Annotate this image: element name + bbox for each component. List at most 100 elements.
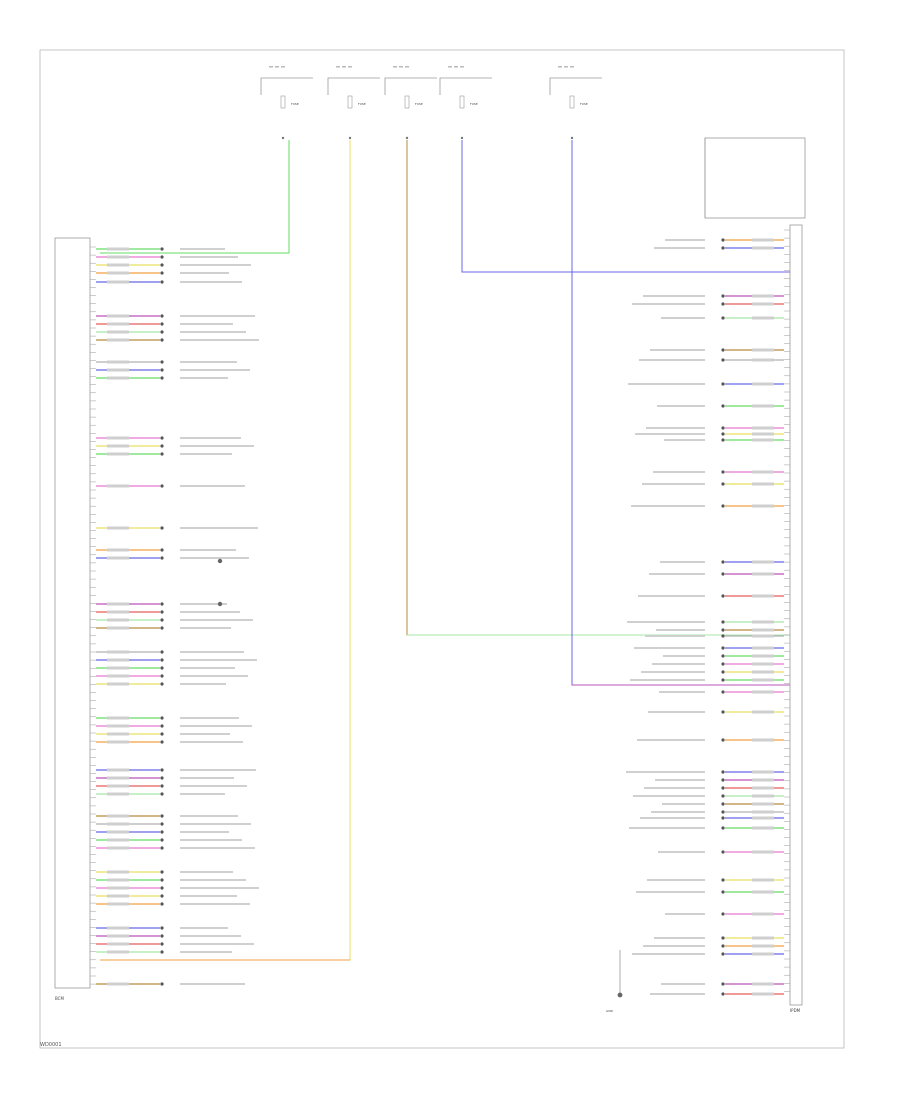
wire-fuse1-green	[100, 140, 290, 254]
left-wire-color-code	[107, 950, 129, 954]
left-destination-label	[180, 769, 256, 771]
fuse-label: FUSE	[358, 102, 366, 106]
fuse-caption-glyph	[558, 66, 562, 68]
right-stub-terminal	[721, 678, 725, 682]
right-wire-color-code	[752, 294, 774, 298]
fuse-symbol	[569, 95, 575, 109]
right-destination-label	[654, 937, 705, 939]
left-destination-label	[180, 256, 238, 258]
right-stub-terminal	[721, 238, 725, 242]
ground-dot-1	[217, 558, 223, 564]
right-wire-color-code	[752, 560, 774, 564]
left-stub-terminal	[160, 602, 164, 606]
fuse-block: FUSE	[327, 66, 380, 140]
right-stub-terminal	[721, 294, 725, 298]
right-wire-color-code	[752, 482, 774, 486]
left-stub-terminal	[160, 247, 164, 251]
diagram-code: WD0001	[40, 1042, 62, 1048]
right-relay-box	[704, 137, 806, 219]
fuse-caption-glyph	[281, 66, 285, 68]
right-destination-label	[633, 795, 705, 797]
fuse-terminal	[348, 136, 352, 140]
right-stub-terminal	[721, 878, 725, 882]
right-wire-color-code	[752, 770, 774, 774]
left-wire-color-code	[107, 926, 129, 930]
right-wire-color-code	[752, 802, 774, 806]
left-stub-terminal	[160, 368, 164, 372]
left-wire-color-code	[107, 330, 129, 334]
left-stub-terminal	[160, 870, 164, 874]
right-wire-color-code	[752, 470, 774, 474]
right-wire-color-code	[752, 238, 774, 242]
right-destination-label	[627, 621, 705, 623]
left-destination-label	[180, 785, 247, 787]
right-destination-label	[651, 811, 705, 813]
left-stub-terminal	[160, 436, 164, 440]
left-destination-label	[180, 437, 241, 439]
left-stub-terminal	[160, 610, 164, 614]
left-stub-terminal	[160, 556, 164, 560]
left-destination-label	[180, 281, 242, 283]
left-stub-terminal	[160, 376, 164, 380]
left-wire-color-code	[107, 610, 129, 614]
wire-fuse5-blue	[571, 140, 790, 686]
left-wire-color-code	[107, 338, 129, 342]
left-wire-color-code	[107, 444, 129, 448]
left-stub-terminal	[160, 776, 164, 780]
left-destination-label	[180, 339, 259, 341]
left-stub-terminal	[160, 814, 164, 818]
fuse-caption-glyph	[454, 66, 458, 68]
fuse-caption-glyph	[275, 66, 279, 68]
left-destination-label	[180, 871, 233, 873]
right-stub-terminal	[721, 438, 725, 442]
right-stub-terminal	[721, 470, 725, 474]
left-wire-color-code	[107, 838, 129, 842]
right-wire-color-code	[752, 654, 774, 658]
left-wire-color-code	[107, 732, 129, 736]
left-stub-terminal	[160, 942, 164, 946]
left-stub-terminal	[160, 618, 164, 622]
left-stub-terminal	[160, 724, 164, 728]
right-stub-terminal	[721, 302, 725, 306]
right-destination-label	[650, 349, 705, 351]
left-destination-label	[180, 823, 251, 825]
fuse-caption-glyph	[269, 66, 273, 68]
right-destination-label	[664, 439, 705, 441]
right-stub-terminal	[721, 634, 725, 638]
left-wire-color-code	[107, 322, 129, 326]
left-wire-color-code	[107, 602, 129, 606]
fuse-label: FUSE	[415, 102, 423, 106]
left-stub-terminal	[160, 830, 164, 834]
left-wire-color-code	[107, 934, 129, 938]
left-destination-label	[180, 611, 240, 613]
fuse-block: FUSE	[384, 66, 437, 140]
left-wire-color-code	[107, 314, 129, 318]
right-wire-color-code	[752, 662, 774, 666]
left-stub-terminal	[160, 886, 164, 890]
left-wire-color-code	[107, 814, 129, 818]
right-wire-color-code	[752, 690, 774, 694]
left-destination-label	[180, 879, 246, 881]
left-wire-color-code	[107, 658, 129, 662]
left-stub-terminal	[160, 658, 164, 662]
left-wire-color-code	[107, 724, 129, 728]
left-stub-terminal	[160, 732, 164, 736]
right-wire-color-code	[752, 912, 774, 916]
right-stub-terminal	[721, 662, 725, 666]
fuse-block: FUSE	[549, 66, 602, 140]
left-wire-color-code	[107, 255, 129, 259]
left-wire-color-code	[107, 263, 129, 267]
right-stub-terminal	[721, 620, 725, 624]
right-stub-terminal	[721, 316, 725, 320]
fuse-caption-glyph	[399, 66, 403, 68]
right-destination-label	[626, 771, 705, 773]
right-wire-color-code	[752, 438, 774, 442]
left-stub-terminal	[160, 322, 164, 326]
left-wire-color-code	[107, 247, 129, 251]
wire-fuse4-blue	[461, 140, 790, 273]
fuse-symbol	[459, 95, 465, 109]
right-destination-label	[646, 427, 705, 429]
right-wire-color-code	[752, 358, 774, 362]
left-stub-terminal	[160, 846, 164, 850]
right-wire-color-code	[752, 646, 774, 650]
